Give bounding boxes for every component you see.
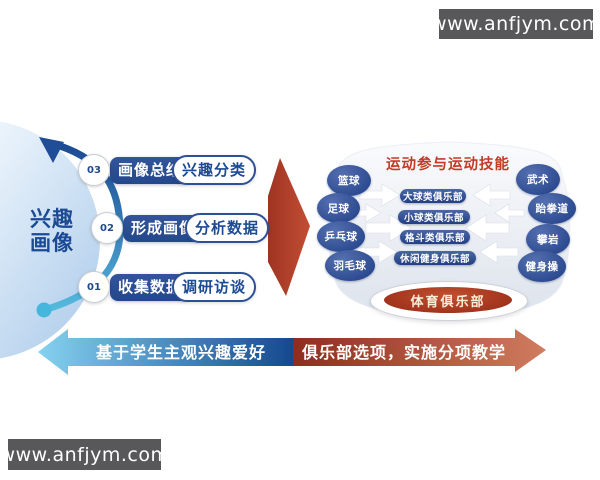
sport-bubble-football: 足球 xyxy=(317,193,360,223)
sport-bubble-badminton: 羽毛球 xyxy=(325,250,375,281)
watermark-top: www.anfjym.com xyxy=(431,9,600,39)
step-result-label: 兴趣分类 xyxy=(172,155,256,185)
sport-bubble-martial-arts: 武术 xyxy=(516,164,560,195)
club-pill-big-ball: 大球类俱乐部 xyxy=(400,189,466,203)
step-row-1: 01 收集数据 调研访谈 xyxy=(78,271,256,303)
sport-bubble-basketball: 篮球 xyxy=(327,165,371,196)
step-number-badge: 03 xyxy=(78,154,110,186)
step-result-label: 调研访谈 xyxy=(172,272,256,302)
step-result-label: 分析数据 xyxy=(185,213,269,243)
sport-bubble-taekwondo: 跆拳道 xyxy=(528,193,576,224)
main-transition-arrow-icon xyxy=(268,158,310,296)
club-panel-background xyxy=(327,141,571,318)
axis-left-label: 基于学生主观兴趣爱好 xyxy=(95,343,266,362)
axis-right-label: 俱乐部选项，实施分项教学 xyxy=(301,343,506,362)
bottom-axis-arrow xyxy=(38,329,546,375)
club-panel-title: 运动参与运动技能 xyxy=(386,157,510,173)
watermark-bottom: www.anfjym.com xyxy=(0,439,169,470)
club-pill-leisure-fitness: 休闲健身俱乐部 xyxy=(394,251,476,265)
step-row-3: 03 画像总结 兴趣分类 xyxy=(78,154,256,186)
step-number-badge: 01 xyxy=(78,271,110,303)
sport-bubble-aerobics: 健身操 xyxy=(518,251,566,282)
club-pill-combat: 格斗类俱乐部 xyxy=(400,230,470,244)
interest-core-label: 兴趣画像 xyxy=(30,207,74,256)
club-pill-small-ball: 小球类俱乐部 xyxy=(398,210,470,224)
right-mapping-arrow-icons xyxy=(465,183,525,264)
step-row-2: 02 形成画像 分析数据 xyxy=(91,212,269,244)
step-number-badge: 02 xyxy=(91,212,123,244)
sport-bubble-climbing: 攀岩 xyxy=(526,224,570,255)
sport-bubble-table-tennis: 乒乓球 xyxy=(317,221,365,252)
sports-club-label: 体育俱乐部 xyxy=(384,287,512,313)
